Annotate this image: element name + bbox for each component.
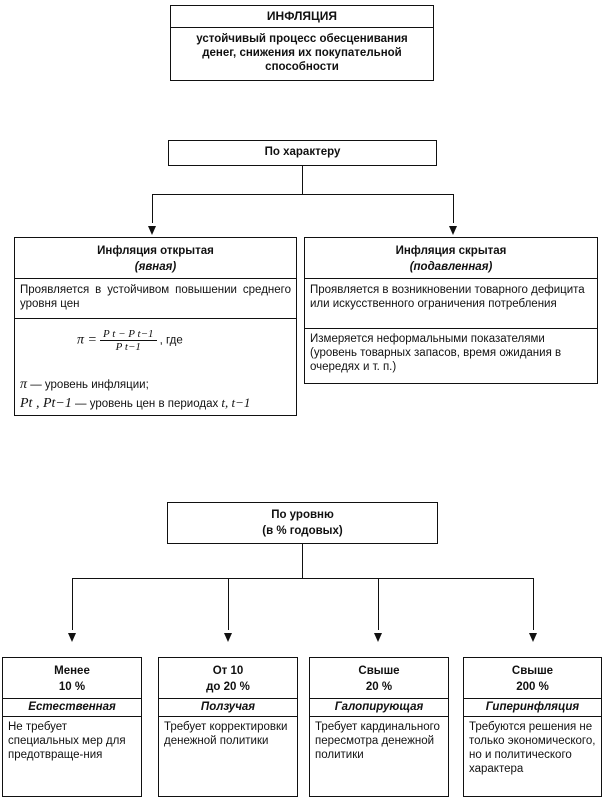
by-level-header-line2: (в % годовых) [262, 525, 343, 537]
formula-suffix: , где [159, 334, 183, 347]
legend-pi-text: — уровень инфляции; [30, 379, 149, 391]
level-range-line1: Свыше [511, 665, 554, 677]
hidden-inflation-measurement: Измеряется неформальными показателями (у… [310, 333, 562, 373]
level-description: Требует корректировки денежной политики [164, 721, 288, 747]
connector [302, 166, 303, 194]
connector [152, 194, 153, 223]
connector [378, 578, 379, 630]
divider [305, 278, 597, 279]
level-range-line2: до 20 % [206, 681, 250, 693]
level-box-hyper: Свыше 200 % Гиперинфляция Требуются реше… [463, 657, 602, 797]
by-level-box: По уровню (в % годовых) [167, 502, 438, 544]
arrow-icon [449, 226, 457, 235]
hidden-inflation-title: Инфляция скрытая [395, 245, 507, 257]
inflation-definition: устойчивый процесс обесценивания денег, … [196, 33, 408, 73]
formula-fraction: P t − P t−1 P t−1 [100, 328, 157, 353]
arrow-icon [148, 226, 156, 235]
arrow-icon [374, 633, 382, 642]
level-box-galloping: Свыше 20 % Галопирующая Требует кардинал… [309, 657, 449, 797]
divider [3, 698, 141, 699]
level-description: Не требует специальных мер для предотвра… [8, 721, 126, 761]
legend-p-symbols: Pt , Pt−1 [20, 396, 72, 411]
connector [72, 578, 73, 630]
open-inflation-description: Проявляется в устойчивом повышении средн… [20, 284, 291, 310]
legend-pi: π — уровень инфляции; [20, 378, 291, 392]
divider [464, 716, 601, 717]
by-character-box: По характеру [168, 140, 437, 166]
level-range-line2: 10 % [58, 681, 86, 693]
level-name: Ползучая [200, 701, 256, 713]
level-box-natural: Менее 10 % Естественная Не требует специ… [2, 657, 142, 797]
hidden-inflation-subtitle: (подавленная) [409, 261, 493, 273]
level-range-line1: Свыше [358, 665, 400, 677]
arrow-icon [68, 633, 76, 642]
level-name: Галопирующая [334, 701, 424, 713]
divider [305, 328, 597, 329]
divider [159, 698, 297, 699]
open-inflation-subtitle: (явная) [134, 261, 177, 273]
legend-p-periods: t, t−1 [221, 395, 251, 410]
formula-lhs: π = [77, 332, 97, 348]
divider [15, 318, 296, 319]
arrow-icon [224, 633, 232, 642]
level-description: Требуются решения не только экономическо… [469, 721, 596, 775]
formula-denominator: P t−1 [115, 341, 141, 353]
legend-p-text: — уровень цен в периодах [75, 398, 219, 410]
level-name: Естественная [28, 701, 116, 713]
hidden-inflation-description: Проявляется в возникновении товарного де… [310, 284, 585, 310]
divider [3, 716, 141, 717]
by-character-header: По характеру [264, 146, 341, 158]
by-level-header-line1: По уровню [271, 509, 334, 521]
connector [152, 194, 454, 195]
level-description: Требует кардинального пересмотра денежно… [315, 721, 440, 761]
inflation-formula: π = P t − P t−1 P t−1 , где [77, 328, 277, 366]
hidden-inflation-box: Инфляция скрытая (подавленная) Проявляет… [304, 237, 598, 384]
connector [72, 578, 534, 579]
connector [453, 194, 454, 223]
divider [15, 278, 296, 279]
open-inflation-title: Инфляция открытая [97, 245, 214, 257]
connector [228, 578, 229, 630]
level-range-line2: 200 % [516, 681, 549, 693]
level-box-creeping: От 10 до 20 % Ползучая Требует корректир… [158, 657, 298, 797]
legend-p: Pt , Pt−1 — уровень цен в периодах t, t−… [20, 396, 295, 411]
inflation-box: ИНФЛЯЦИЯ устойчивый процесс обесценивани… [170, 5, 434, 81]
divider [159, 716, 297, 717]
level-name: Гиперинфляция [485, 701, 580, 713]
formula-numerator: P t − P t−1 [100, 328, 157, 341]
legend-pi-symbol: π [20, 377, 28, 392]
connector [533, 578, 534, 630]
open-inflation-box: Инфляция открытая (явная) Проявляется в … [14, 237, 297, 416]
divider [310, 716, 448, 717]
connector [302, 544, 303, 578]
arrow-icon [529, 633, 537, 642]
level-range-line1: Менее [54, 665, 90, 677]
inflation-title: ИНФЛЯЦИЯ [171, 6, 433, 28]
level-range-line2: 20 % [365, 681, 393, 693]
level-range-line1: От 10 [212, 665, 244, 677]
divider [464, 698, 601, 699]
divider [310, 698, 448, 699]
